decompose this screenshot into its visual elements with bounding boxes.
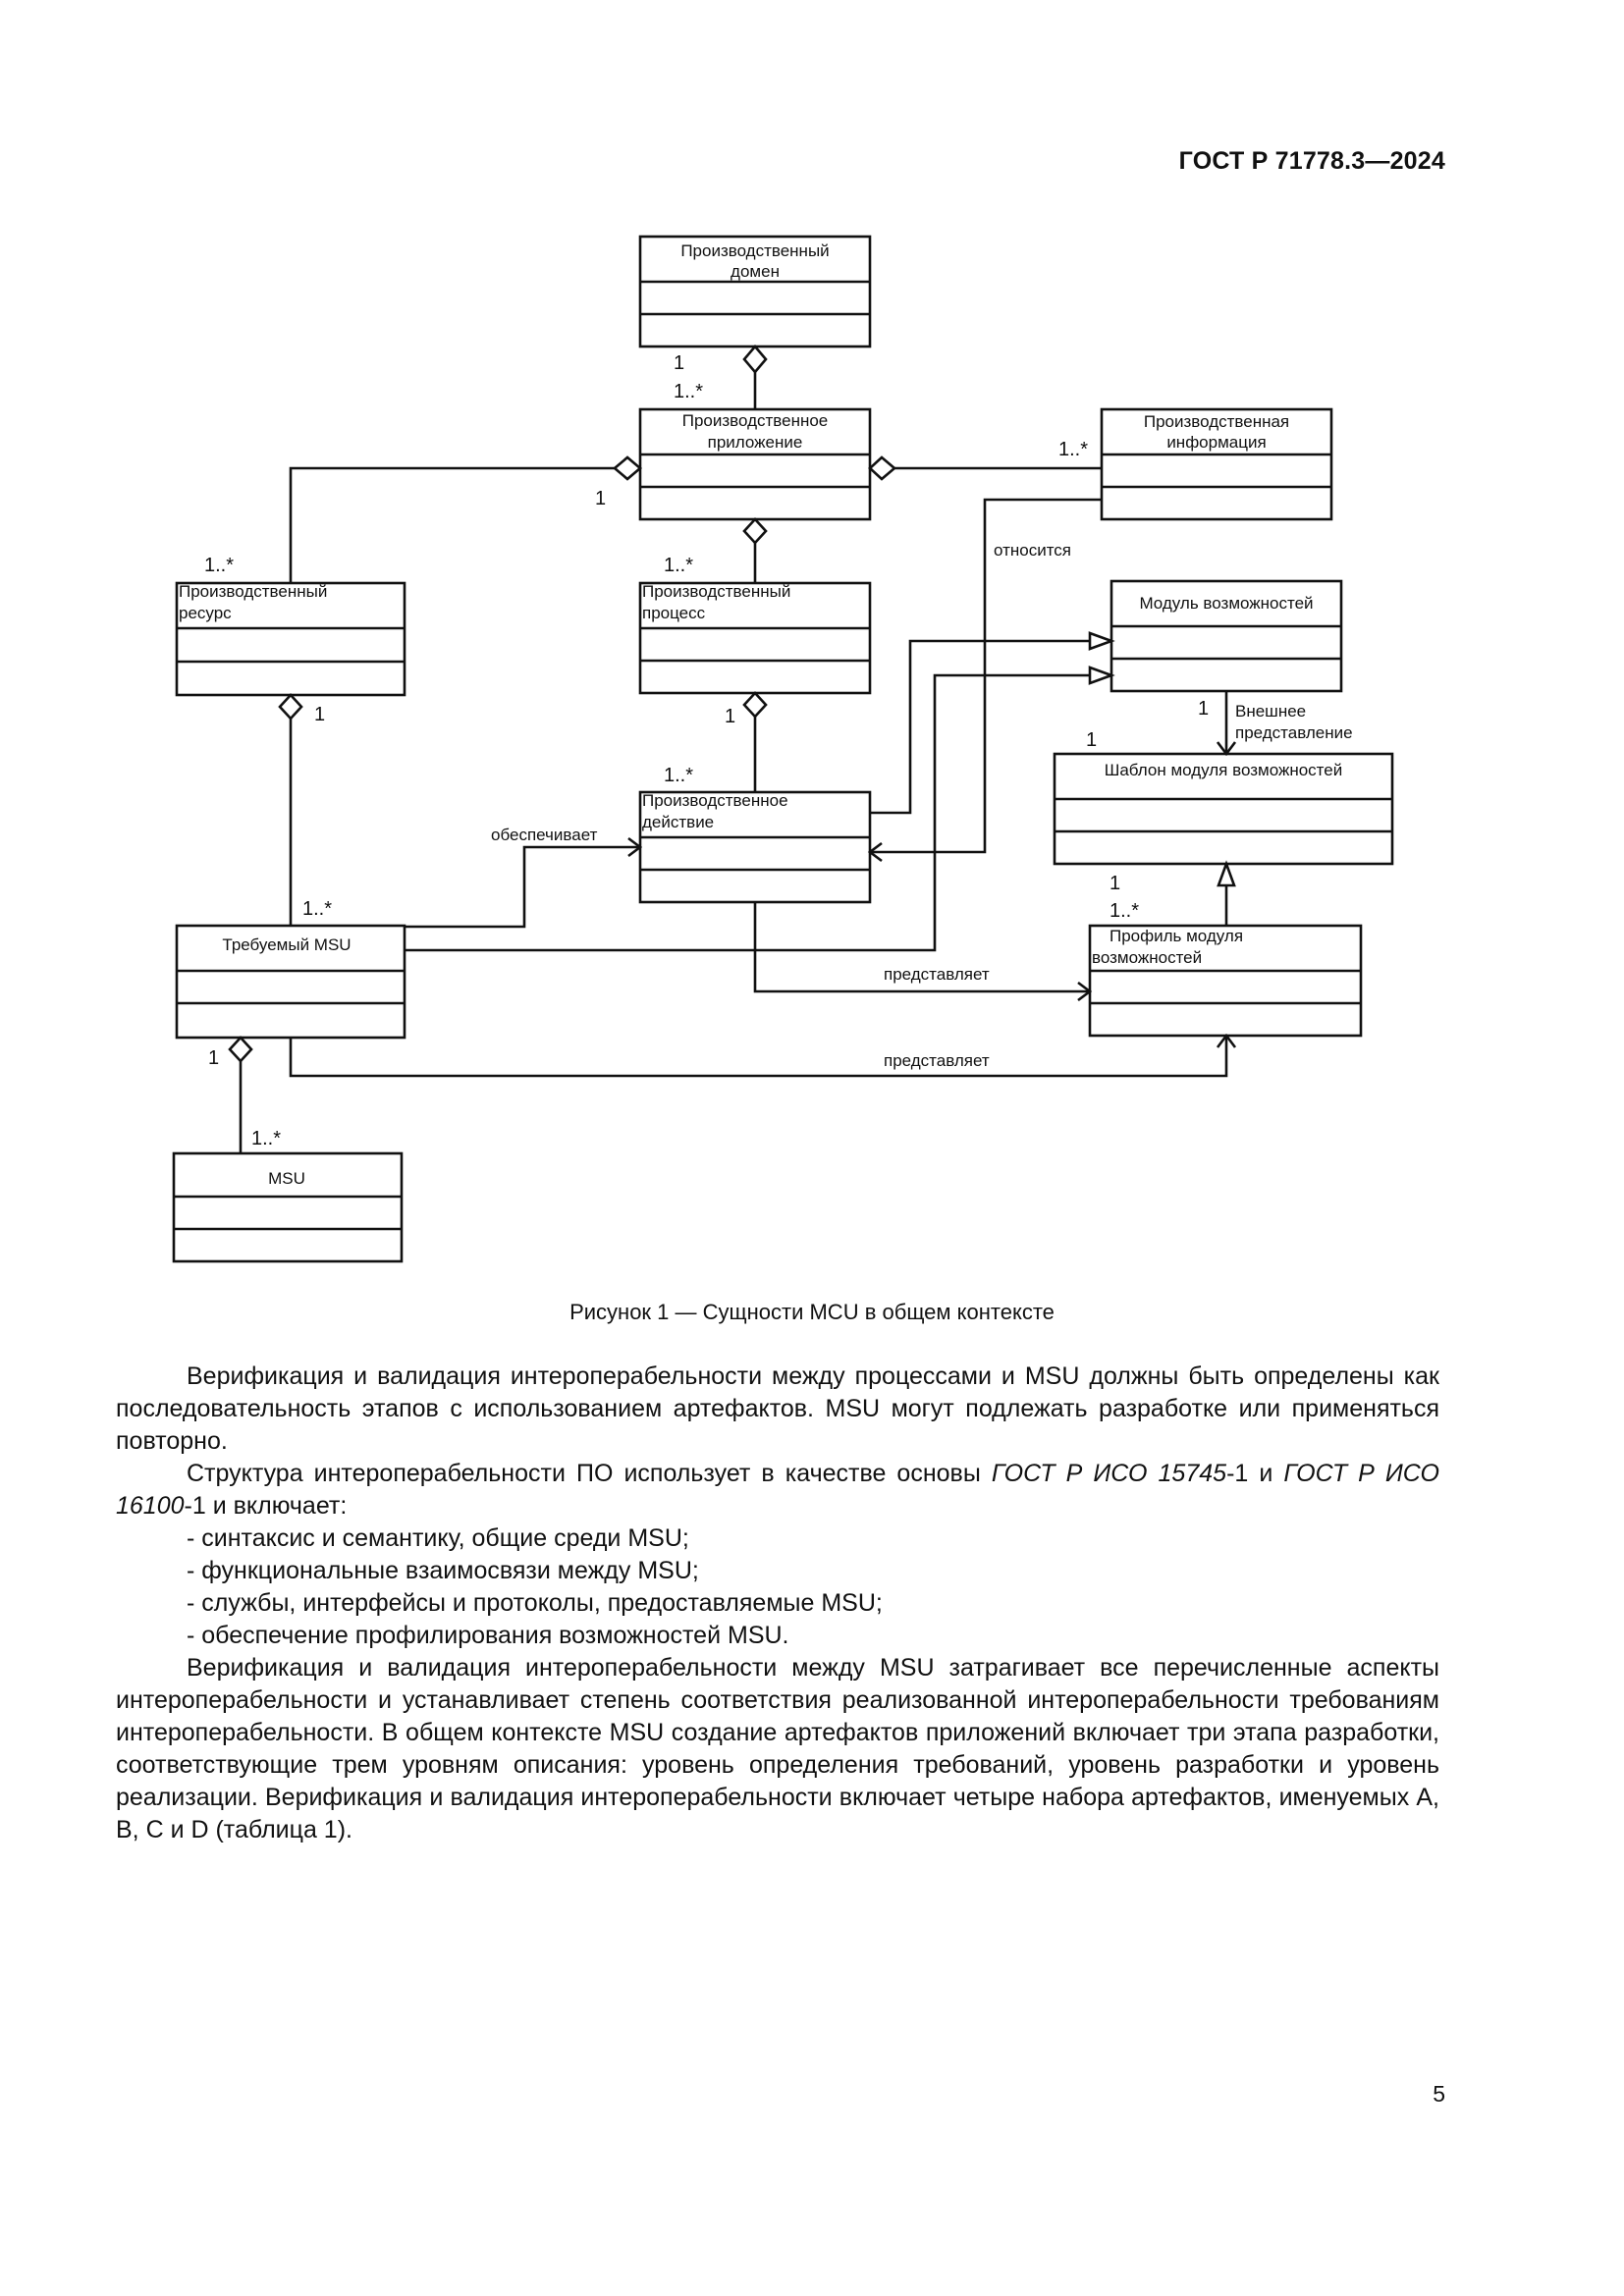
link-action-module-a	[870, 639, 1090, 815]
paragraph: Верификация и валидация интероперабельно…	[116, 1362, 1439, 1455]
multiplicity: 1..*	[302, 898, 332, 920]
generalization-arrow	[1088, 631, 1115, 651]
aggregation-diamond	[742, 517, 768, 545]
link-action-represents-profile	[753, 902, 1090, 993]
list-item: - синтаксис и семантику, общие среди MSU…	[187, 1524, 689, 1552]
class-name-process-1: Производственный	[642, 582, 790, 601]
aggregation-diamond	[742, 691, 768, 719]
multiplicity: 1	[1198, 698, 1209, 720]
class-name-information-2: информация	[1166, 433, 1266, 452]
label-represents-1: представляет	[884, 965, 990, 984]
aggregation-diamond	[278, 693, 303, 721]
multiplicity: 1..*	[664, 765, 693, 786]
paragraph: Структура интероперабельности ПО использ…	[116, 1458, 1439, 1522]
aggregation-diamond	[228, 1036, 253, 1063]
class-name-required-msu: Требуемый MSU	[222, 935, 351, 954]
link-required-msu-provides-action	[405, 845, 640, 929]
list-item: - функциональные взаимосвязи между MSU;	[187, 1557, 699, 1584]
text-run: -1 и включает:	[184, 1492, 348, 1520]
multiplicity: 1..*	[674, 381, 703, 402]
multiplicity: 1	[595, 488, 606, 509]
class-name-profile-2: возможностей	[1092, 948, 1202, 967]
list-item: - обеспечение профилирования возможносте…	[187, 1622, 789, 1649]
class-name-process-2: процесс	[642, 604, 706, 622]
open-arrowhead	[1216, 741, 1237, 757]
class-name-msu: MSU	[268, 1169, 305, 1188]
class-name-application-2: приложение	[708, 433, 803, 452]
class-box-template	[1053, 752, 1394, 866]
link-required-msu-represents-profile	[289, 1036, 1228, 1078]
link-application-resource	[289, 466, 615, 583]
generalization-arrow	[1217, 860, 1236, 887]
class-name-domain-2: домен	[731, 262, 780, 281]
aggregation-diamond	[742, 344, 768, 375]
multiplicity: 1	[1110, 873, 1120, 894]
multiplicity: 1..*	[204, 555, 234, 576]
standard-reference: ГОСТ Р ИСО 15745	[991, 1460, 1227, 1487]
open-arrowhead	[627, 836, 643, 858]
multiplicity: 1	[674, 352, 684, 374]
bullet-list: - синтаксис и семантику, общие среди MSU…	[116, 1522, 1439, 1652]
paragraph: Верификация и валидация интероперабельно…	[116, 1654, 1439, 1843]
label-represents-2: представляет	[884, 1051, 990, 1070]
open-arrowhead	[1216, 1033, 1237, 1048]
document-header: ГОСТ Р 71778.3—2024	[1178, 147, 1445, 175]
body-text: Верификация и валидация интероперабельно…	[116, 1361, 1439, 1846]
text-run: Структура интероперабельности ПО использ…	[187, 1460, 992, 1487]
multiplicity: 1	[314, 704, 325, 725]
multiplicity: 1..*	[1110, 900, 1139, 922]
class-name-capability-module: Модуль возможностей	[1139, 594, 1313, 613]
aggregation-diamond	[868, 455, 897, 481]
figure-caption: Рисунок 1 — Сущности MCU в общем контекс…	[569, 1300, 1055, 1324]
open-arrowhead	[1077, 981, 1093, 1002]
list-item: - службы, интерфейсы и протоколы, предос…	[187, 1589, 883, 1617]
multiplicity: 1..*	[1058, 439, 1088, 460]
text-run: -1 и	[1226, 1460, 1284, 1487]
uml-class-diagram: Производственный домен Производственное …	[172, 235, 1394, 1263]
class-name-action-1: Производственное	[642, 791, 788, 810]
class-box-msu	[172, 1151, 404, 1263]
label-relates: относится	[994, 541, 1071, 560]
class-name-information-1: Производственная	[1144, 412, 1289, 431]
open-arrowhead	[867, 841, 883, 863]
label-external-1: Внешнее	[1235, 702, 1306, 721]
class-name-action-2: действие	[642, 813, 714, 831]
link-required-msu-module	[405, 673, 1090, 952]
class-name-application-1: Производственное	[682, 411, 829, 430]
class-name-template: Шаблон модуля возможностей	[1105, 761, 1342, 779]
multiplicity: 1..*	[664, 555, 693, 576]
class-name-domain-1: Производственный	[680, 241, 829, 260]
label-external-2: представление	[1235, 723, 1353, 742]
multiplicity: 1	[1086, 729, 1097, 751]
class-name-resource-2: ресурс	[179, 604, 232, 622]
multiplicity: 1	[208, 1047, 219, 1069]
class-name-resource-1: Производственный	[179, 582, 327, 601]
standard-reference: ГОСТ Р ИСО 16100	[116, 1460, 1439, 1520]
label-provides: обеспечивает	[491, 826, 598, 844]
generalization-arrow	[1088, 666, 1115, 685]
multiplicity: 1..*	[251, 1128, 281, 1149]
multiplicity: 1	[725, 706, 735, 727]
class-name-profile-1: Профиль модуля	[1110, 927, 1243, 945]
class-box-information	[1100, 407, 1333, 521]
aggregation-diamond	[612, 455, 643, 481]
page-number: 5	[1433, 2081, 1445, 2107]
